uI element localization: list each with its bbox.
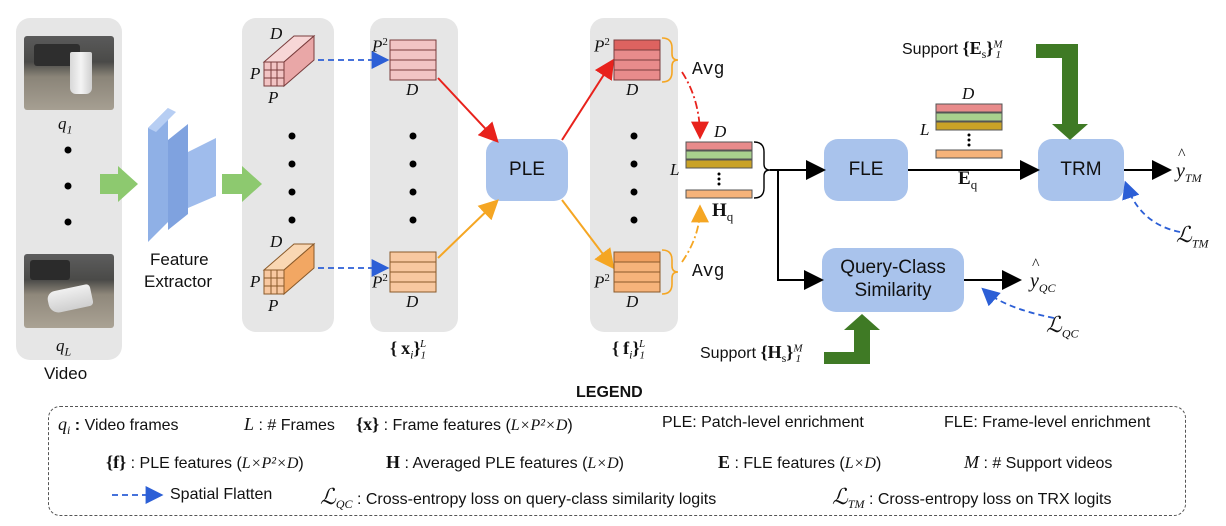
video-frame-cup-upright xyxy=(24,36,114,110)
qcs-line2: Similarity xyxy=(854,280,932,301)
eq-label: Eq xyxy=(958,168,978,192)
avg-arrow-bottom xyxy=(681,204,709,263)
x-bottom-P2: P2 xyxy=(372,272,388,292)
eq-dots xyxy=(967,133,971,147)
avg-label-top: Avg xyxy=(692,60,725,80)
f-matrix-top xyxy=(613,39,661,81)
y-tm-output: ^yTM xyxy=(1176,146,1202,185)
patch-top-P-bottom: P xyxy=(268,88,279,107)
patch-top-D: D xyxy=(270,24,283,43)
green-arrow-video-to-extractor xyxy=(100,166,138,202)
qcs-line1: Query-Class xyxy=(840,257,946,279)
patch-cube-top xyxy=(262,34,316,88)
legend-r3-c: ℒTM : Cross-entropy loss on TRX logits xyxy=(832,484,1112,512)
legend-r2-d: M : # Support videos xyxy=(964,452,1113,472)
patch-dots xyxy=(288,132,296,224)
extractor-label-1: Feature xyxy=(150,250,209,269)
hq-stack xyxy=(685,141,753,199)
x-top-P2: P2 xyxy=(372,36,388,56)
support-h-arrow xyxy=(824,314,880,364)
legend-box xyxy=(48,406,1186,516)
legend-r3-a: Spatial Flatten xyxy=(170,486,273,503)
support-h-label: Support {Hs}M1 xyxy=(700,342,803,366)
hq-L-label: L xyxy=(670,160,680,179)
loss-qc-label: ℒQC xyxy=(1046,312,1079,341)
f-dots xyxy=(630,132,638,224)
eq-D-label: D xyxy=(962,84,975,103)
red-arrow-ple-to-f xyxy=(561,58,615,141)
legend-r2-c: E : FLE features (L×D) xyxy=(718,452,882,472)
hq-dots xyxy=(717,172,721,186)
patch-cube-bottom xyxy=(262,242,316,296)
f-matrix-bottom xyxy=(613,251,661,293)
hq-label: Hq xyxy=(712,200,734,224)
x-matrix-top xyxy=(389,39,437,81)
patch-bottom-P-left: P xyxy=(250,272,261,291)
q1-label: q1 xyxy=(58,114,73,137)
f-bottom-D: D xyxy=(626,292,639,311)
legend-title: LEGEND xyxy=(576,384,643,401)
video-dots xyxy=(64,146,72,226)
brace-bottom xyxy=(661,249,679,295)
arrow-hq-to-qcs xyxy=(777,170,824,290)
support-e-arrow xyxy=(1036,44,1088,140)
x-matrix-bottom xyxy=(389,251,437,293)
x-top-D: D xyxy=(406,80,419,99)
patch-top-P-left: P xyxy=(250,64,261,83)
hq-D-label: D xyxy=(714,122,727,141)
qL-label: qL xyxy=(56,336,72,359)
loss-tm-arrow xyxy=(1122,180,1181,233)
patch-bottom-P-bottom: P xyxy=(268,296,279,315)
red-arrow-x-to-ple xyxy=(437,77,499,143)
avg-label-bottom: Avg xyxy=(692,262,725,282)
x-dots xyxy=(409,132,417,224)
loss-tm-label: ℒTM xyxy=(1176,222,1209,251)
feature-extractor-icon xyxy=(148,108,216,242)
legend-r1-d: PLE: Patch-level enrichment xyxy=(662,414,864,431)
legend-r2-b: H : Averaged PLE features (L×D) xyxy=(386,452,624,472)
eq-L-label: L xyxy=(920,120,930,139)
fle-module: FLE xyxy=(824,139,908,201)
loss-qc-arrow xyxy=(981,287,1055,319)
brace-top xyxy=(661,37,679,83)
legend-r1-a: qi : Video frames xyxy=(58,414,179,438)
f-bottom-P2: P2 xyxy=(594,272,610,292)
support-e-label: Support {Es}M1 xyxy=(902,38,1003,62)
extractor-label-2: Extractor xyxy=(144,272,213,291)
y-qc-output: ^yQC xyxy=(1030,256,1056,295)
video-frame-cup-tipped xyxy=(24,254,114,328)
green-arrow-extractor-to-patches xyxy=(222,166,262,202)
video-caption: Video xyxy=(44,364,88,383)
patch-bottom-D: D xyxy=(270,232,283,251)
orange-arrow-ple-to-f xyxy=(561,199,615,270)
hq-brace xyxy=(753,141,771,199)
x-set-label: {xi}1L xyxy=(390,338,427,362)
legend-r3-b: ℒQC : Cross-entropy loss on query-class … xyxy=(320,484,717,512)
f-top-P2: P2 xyxy=(594,36,610,56)
x-bottom-D: D xyxy=(406,292,419,311)
f-top-D: D xyxy=(626,80,639,99)
legend-r1-b: L : # Frames xyxy=(244,414,335,434)
f-set-label: {fi}1L xyxy=(612,338,646,362)
trm-module: TRM xyxy=(1038,139,1124,201)
legend-r1-c: {x} : Frame features (L×P²×D) xyxy=(356,414,573,434)
legend-r1-e: FLE: Frame-level enrichment xyxy=(944,414,1151,431)
eq-stack xyxy=(935,103,1003,159)
orange-arrow-x-to-ple xyxy=(437,199,499,259)
query-class-similarity-module: Query-Class Similarity xyxy=(822,248,964,312)
legend-r2-a: {f} : PLE features (L×P²×D) xyxy=(106,452,304,472)
avg-arrow-top xyxy=(681,71,709,140)
ple-module: PLE xyxy=(486,139,568,201)
